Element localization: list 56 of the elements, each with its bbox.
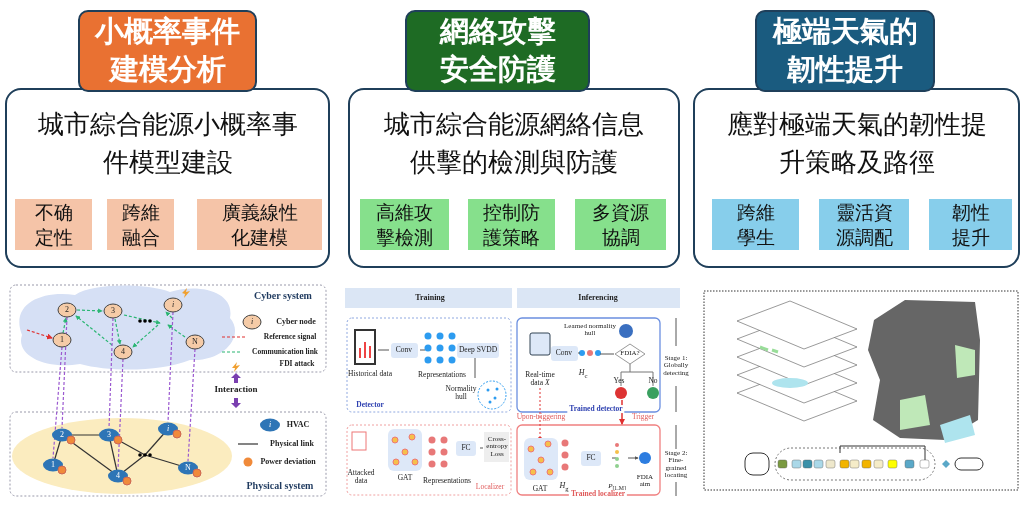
figure-text: Cyber system (253, 290, 313, 302)
box-text: 控制防護策略 (483, 199, 540, 250)
keyword-box (712, 199, 799, 250)
keyword-box (197, 199, 322, 250)
figure-text: 3 (106, 430, 112, 440)
keyword-box (819, 199, 909, 250)
topic-description: 應對極端天氣的韌性提升策略及路徑 (726, 108, 987, 179)
figure-text: i (165, 424, 171, 434)
topic-header-box (405, 10, 590, 92)
figure-text: N (184, 463, 192, 473)
box-text: 廣義線性化建模 (221, 199, 298, 250)
box-text: 小概率事件建模分析 (95, 13, 240, 88)
keyword-box (360, 199, 449, 250)
figure-text: i (249, 317, 255, 327)
box-text: 極端天氣的韌性提升 (772, 13, 918, 88)
figure-text: 4 (115, 471, 121, 481)
figure-text: 1 (50, 460, 56, 470)
topic-card (693, 88, 1020, 268)
figure-text: 4 (120, 347, 126, 357)
figure-text: i (170, 300, 176, 310)
topic-header-box (78, 10, 257, 92)
figure-text: Training (414, 293, 446, 303)
keyword-box (15, 199, 92, 250)
topic-card (348, 88, 680, 268)
figure-text: i (267, 420, 273, 430)
box-text: 不确定性 (34, 199, 73, 250)
keyword-box (107, 199, 174, 250)
figure-text: 2 (64, 305, 70, 315)
box-text: 跨維學生 (736, 199, 775, 250)
figure-text: Interaction (213, 385, 259, 395)
box-text: 靈活資源調配 (835, 199, 893, 250)
figure-text: H$_{c}$ (577, 369, 589, 379)
figure-text: N (191, 337, 199, 347)
keyword-box (929, 199, 1012, 250)
keyword-box (575, 199, 666, 250)
topic-description: 城市綜合能源網絡信息供擊的檢測與防護 (384, 108, 644, 179)
figure-text: Physical system (245, 480, 315, 492)
figure-text: Physical link (269, 439, 315, 449)
box-text: 高維攻擊檢測 (376, 199, 433, 250)
figure-text: Inferencing (577, 293, 619, 303)
topic-description: 城市綜合能源小概率事件模型建設 (37, 108, 298, 179)
figure-text: H$_{g}$ (558, 482, 570, 492)
city-map-layers-drawing (702, 289, 1020, 492)
box-text: 跨維融合 (121, 199, 160, 250)
figure-text: 1 (59, 335, 65, 345)
box-text: 網絡攻擊安全防護 (439, 13, 556, 88)
figure-text: Power deviation (259, 457, 317, 467)
figure-text: HVAC (285, 420, 311, 430)
topic-card (5, 88, 330, 268)
box-text: 多資源協調 (592, 199, 649, 250)
box-text: 韌性提升 (951, 199, 990, 250)
figure-text: Cyber node (275, 317, 317, 327)
figure-text: 2 (59, 430, 65, 440)
topic-header-box (755, 10, 935, 92)
figure-text: 3 (110, 306, 116, 316)
keyword-box (468, 199, 555, 250)
